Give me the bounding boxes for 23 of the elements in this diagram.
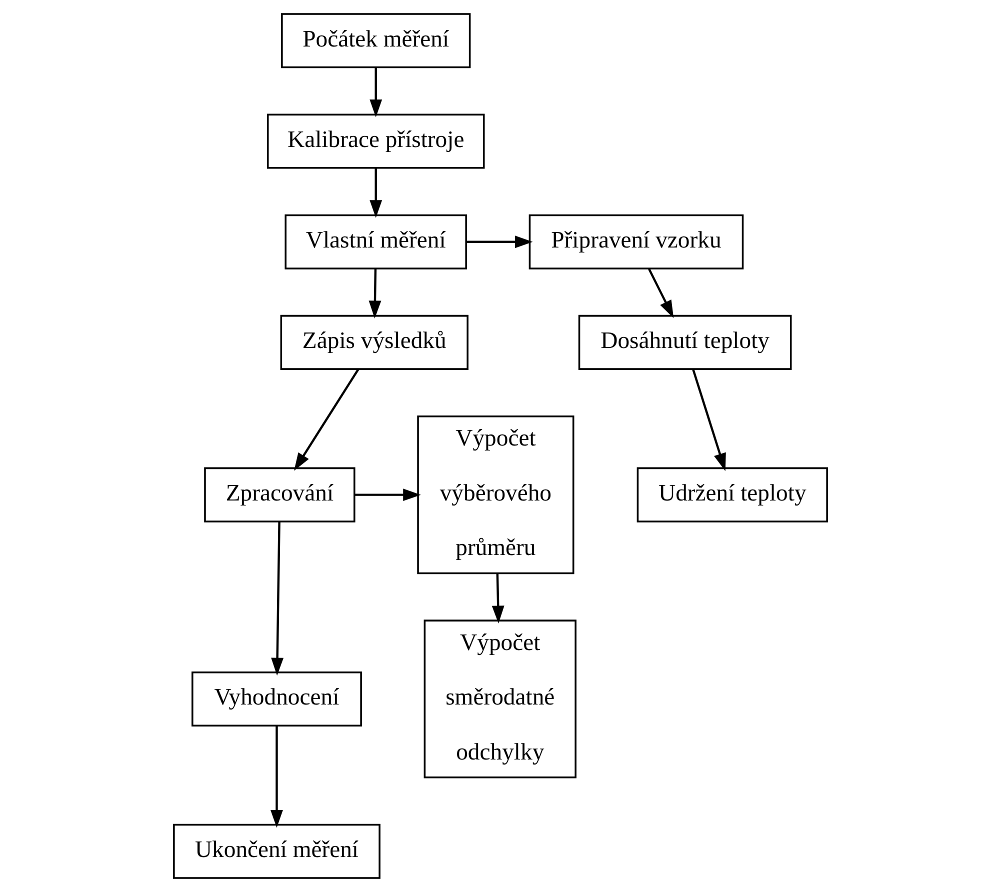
node-box: Ukončení měření — [172, 824, 380, 879]
node-box: Kalibrace přístroje — [266, 114, 484, 169]
node-box: Připravení vzorku — [528, 214, 744, 270]
arrow — [354, 488, 420, 502]
arrow — [369, 168, 382, 218]
arrow — [369, 68, 382, 118]
arrow — [294, 368, 359, 471]
node-box: Výpočet výběrového průměru — [416, 416, 574, 574]
arrow — [466, 236, 532, 248]
arrow — [491, 573, 504, 624]
node-box: Zpracování — [204, 467, 355, 522]
arrow — [368, 268, 381, 318]
node-box: Výpočet směrodatné odchylky — [423, 620, 576, 778]
node-box: Vlastní měření — [284, 214, 466, 270]
arrow — [692, 368, 726, 472]
arrow — [648, 268, 674, 318]
arrow — [270, 726, 282, 828]
arrow — [270, 522, 284, 676]
node-box: Dosáhnutí teploty — [578, 314, 792, 370]
node-box: Počátek měření — [280, 13, 470, 68]
node-box: Udržení teploty — [636, 467, 828, 522]
node-box: Vyhodnocení — [191, 671, 362, 726]
node-box: Zápis výsledků — [280, 314, 468, 370]
